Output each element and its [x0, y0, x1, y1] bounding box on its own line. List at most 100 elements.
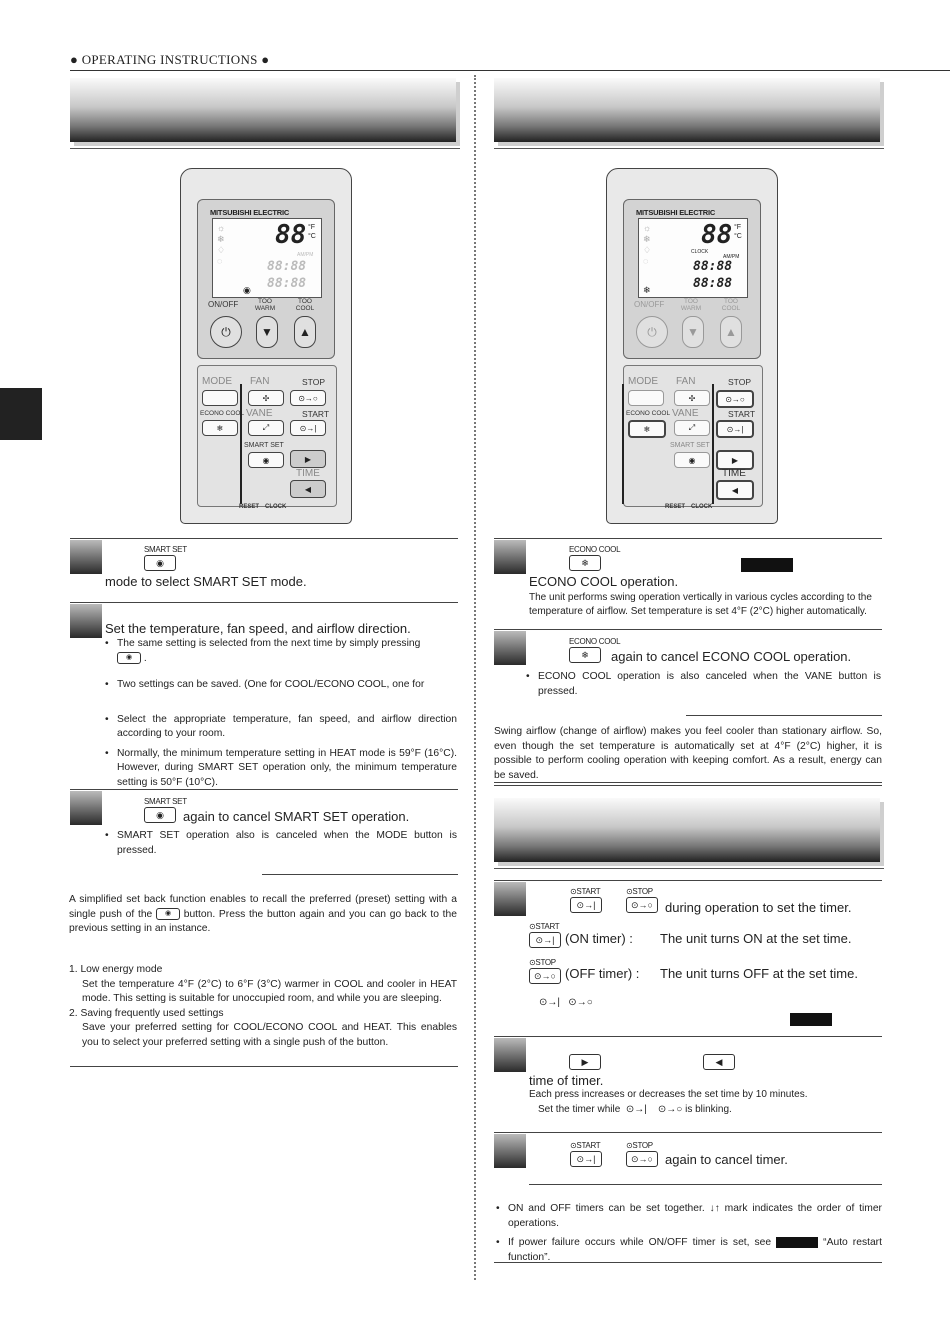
time-down-button[interactable]: ◀ [290, 480, 326, 498]
fan-label-right: FAN [676, 376, 696, 387]
econo-cool-button-right[interactable]: ❄ [628, 420, 666, 438]
off-timer-label: (OFF timer) : [565, 966, 640, 981]
step2-text: Set the temperature, fan speed, and airf… [105, 621, 411, 636]
mode-icons: ☼❄♢◌ [217, 223, 226, 266]
smart-set-label-right: SMART SET [670, 442, 710, 449]
timer-banner-rule [494, 868, 884, 869]
time-up-inline-button: ▶ [569, 1054, 601, 1070]
timer-stop-button[interactable]: ⊙→○ [290, 390, 326, 406]
on-off-button-right[interactable]: ⏻ [636, 316, 668, 348]
step3-rule [70, 789, 458, 790]
too-cool-label-right: TOO COOL [721, 298, 741, 312]
clock-label-right: CLOCK [691, 504, 713, 510]
time-down-button-right[interactable]: ◀ [716, 480, 754, 500]
off-timer-button-graphic: ⊙STOP ⊙→○ [529, 958, 561, 985]
remote-screen-frame: MITSUBISHI ELECTRIC ☼❄♢◌ 88 °F °C 88:88 … [197, 199, 335, 359]
timer-end-rule [494, 1262, 882, 1263]
remote-brand: MITSUBISHI ELECTRIC [210, 208, 290, 217]
start-label-right: START [728, 409, 756, 419]
econo-step2-button-graphic: ECONO COOL ❄ [569, 637, 621, 664]
temp-down-button[interactable]: ▼ [256, 316, 278, 348]
mode-button-right[interactable] [628, 390, 664, 406]
on-off-button[interactable]: ⏻ [210, 316, 242, 348]
step3-bullet: SMART SET operation also is canceled whe… [103, 829, 457, 858]
step3-button-graphic: SMART SET ◉ [144, 797, 187, 824]
list1-text: Set the temperature 4°F (2°C) to 6°F (3°… [82, 978, 457, 1005]
on-timer-button-graphic: ⊙START ⊙→| [529, 922, 561, 949]
remote-lcd-right: ☼❄♢◌ 88 °F °C CLOCK 88:88 88:88 AM/PM ❄ [638, 218, 748, 298]
timer-step3-rule [494, 1132, 882, 1133]
smart-set-list: 1. Low energy mode Set the temperature 4… [69, 963, 457, 1050]
timer-stop-button-right[interactable]: ⊙→○ [716, 390, 754, 408]
stop-label: STOP [302, 377, 325, 387]
temp-up-button-right[interactable]: ▲ [720, 316, 742, 348]
remote-lower-panel-right: MODE FAN ✣ STOP ⊙→○ ECONO COOL ❄ VANE ⤢ … [623, 365, 763, 507]
econo-cool-button[interactable]: ❄ [202, 420, 238, 436]
lcd-time-1: 88:88 [267, 259, 307, 274]
timer-start-button[interactable]: ⊙→| [290, 420, 326, 436]
econo-step2-marker [494, 631, 526, 665]
step1-marker [70, 540, 102, 574]
list2-title: 2. Saving frequently used settings [69, 1007, 224, 1019]
banner-rule [70, 148, 460, 149]
step2-rule [70, 602, 458, 603]
mode-button[interactable] [202, 390, 238, 406]
fan-button[interactable]: ✣ [248, 390, 284, 406]
vane-button-right[interactable]: ⤢ [674, 420, 710, 436]
step2-bullets: The same setting is selected from the ne… [103, 637, 457, 795]
timer-symbols: ⊙→| ⊙→○ [539, 997, 593, 1008]
reset-label: RESET [239, 504, 260, 510]
column-divider [474, 75, 476, 1280]
time-up-button-right[interactable]: ▶ [716, 450, 754, 470]
temp-down-button-right[interactable]: ▼ [682, 316, 704, 348]
mode-label-right: MODE [628, 376, 658, 387]
page-header: ● OPERATING INSTRUCTIONS ● [70, 52, 270, 67]
time-up-button[interactable]: ▶ [290, 450, 326, 468]
vane-label-right: VANE [672, 408, 699, 419]
step3-bullets: SMART SET operation also is canceled whe… [103, 829, 457, 863]
step1-text: mode to select SMART SET mode. [105, 574, 307, 589]
callout-line [240, 384, 242, 504]
econo-cool-label: ECONO COOL [200, 410, 245, 417]
timer-step2-text: time of timer. [529, 1073, 604, 1088]
step2-bullet-4: Normally, the minimum temperature settin… [103, 747, 457, 791]
smart-set-button-right[interactable]: ◉ [674, 452, 710, 468]
timer-step1-text: during operation to set the timer. [665, 900, 852, 915]
econo-end-rule-2 [494, 785, 882, 786]
smart-set-description: A simplified set back function enables t… [69, 894, 457, 934]
reset-label-right: RESET [665, 504, 686, 510]
remote-lcd: ☼❄♢◌ 88 °F °C 88:88 88:88 AM/PM ◉ [212, 218, 322, 298]
lcd-temperature: 88 [275, 220, 307, 250]
timer-step2-desc2: Set the timer while ⊙→| ⊙→○ is blinking. [538, 1104, 732, 1115]
section-end-rule-left [70, 1066, 458, 1067]
timer-step3-marker [494, 1134, 526, 1168]
step2-bullet-3: Select the appropriate temperature, fan … [103, 713, 457, 742]
econo-step2-text: again to cancel ECONO COOL operation. [611, 649, 852, 664]
econo-step2-bullets: ECONO COOL operation is also canceled wh… [524, 670, 881, 704]
timer-step2-rule [494, 1036, 882, 1037]
list1-title: 1. Low energy mode [69, 964, 163, 975]
off-timer-desc: The unit turns OFF at the set time. [660, 966, 858, 981]
econo-step2-bullet: ECONO COOL operation is also canceled wh… [524, 670, 881, 699]
timer-step3-stop-graphic: ⊙STOP ⊙→○ [626, 1141, 658, 1168]
vane-button[interactable]: ⤢ [248, 420, 284, 436]
temp-up-button[interactable]: ▲ [294, 316, 316, 348]
temp-unit-c-right: °C [734, 233, 742, 240]
step1-button-graphic: SMART SET ◉ [144, 545, 187, 572]
timer-note-1: ON and OFF timers can be set together. ↓… [494, 1202, 882, 1231]
econo-step1-text: ECONO COOL operation. [529, 574, 679, 589]
timer-start-button-right[interactable]: ⊙→| [716, 420, 754, 438]
clock-label: CLOCK [265, 504, 287, 510]
on-timer-label: (ON timer) : [565, 931, 633, 946]
banner-rule-right [494, 148, 884, 149]
step3-marker [70, 791, 102, 825]
smart-set-indicator-icon: ◉ [243, 285, 251, 295]
temp-unit-f-right: °F [734, 224, 742, 231]
fan-button-right[interactable]: ✣ [674, 390, 710, 406]
smart-set-button[interactable]: ◉ [248, 452, 284, 468]
stop-label-right: STOP [728, 377, 751, 387]
step1-rule [70, 538, 458, 539]
econo-step1-rule [494, 538, 882, 539]
time-label: TIME [296, 468, 320, 479]
too-warm-label-right: TOO WARM [680, 298, 702, 312]
